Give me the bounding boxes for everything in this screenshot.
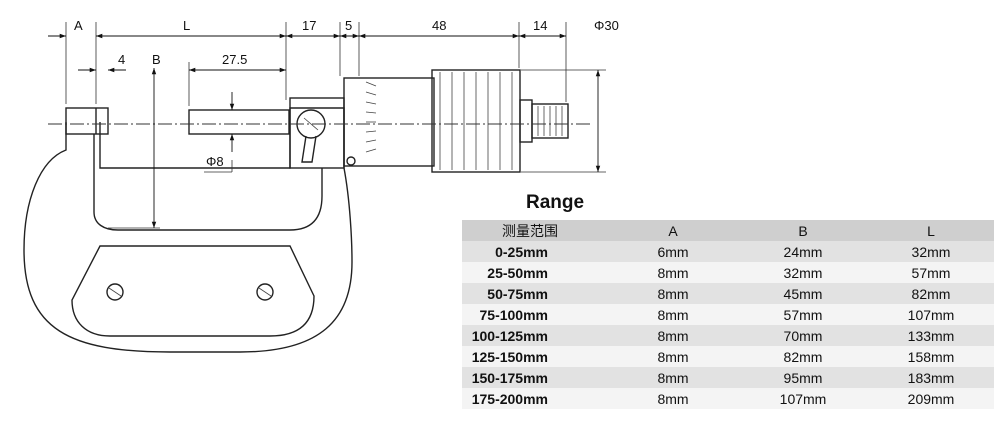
dim-phi8: Φ8: [206, 154, 224, 169]
insulation-plate: [71, 245, 315, 337]
cell-l: 57mm: [868, 262, 994, 283]
cell-l: 82mm: [868, 283, 994, 304]
cell-l: 209mm: [868, 388, 994, 409]
cell-range: 25-50mm: [462, 262, 608, 283]
dim-b: B: [152, 52, 161, 67]
header-range: 测量范围: [462, 220, 608, 241]
cell-range: 175-200mm: [462, 388, 608, 409]
table-row: 125-150mm 8mm 82mm 158mm: [462, 346, 994, 367]
table-row: 175-200mm 8mm 107mm 209mm: [462, 388, 994, 409]
cell-l: 158mm: [868, 346, 994, 367]
range-title: Range: [526, 192, 585, 213]
cell-l: 183mm: [868, 367, 994, 388]
cell-range: 100-125mm: [462, 325, 608, 346]
cell-range: 50-75mm: [462, 283, 608, 304]
cell-range: 125-150mm: [462, 346, 608, 367]
dim-phi30: Φ30: [594, 18, 619, 33]
spindle: [188, 109, 290, 135]
dim-14: 14: [533, 18, 547, 33]
table-row: 100-125mm 8mm 70mm 133mm: [462, 325, 994, 346]
header-b: B: [738, 220, 868, 241]
cell-b: 107mm: [738, 388, 868, 409]
header-a: A: [608, 220, 738, 241]
screw-left: [106, 283, 124, 301]
ratchet: [531, 103, 569, 139]
cell-a: 8mm: [608, 283, 738, 304]
dim-48: 48: [432, 18, 446, 33]
cell-l: 107mm: [868, 304, 994, 325]
sleeve: [343, 77, 435, 167]
anvil: [65, 107, 109, 135]
cell-b: 45mm: [738, 283, 868, 304]
dim-l: L: [183, 18, 190, 33]
lock-lever: [301, 135, 317, 163]
cell-range: 150-175mm: [462, 367, 608, 388]
cell-b: 70mm: [738, 325, 868, 346]
cell-a: 8mm: [608, 262, 738, 283]
cell-b: 24mm: [738, 241, 868, 262]
cell-a: 6mm: [608, 241, 738, 262]
cell-b: 57mm: [738, 304, 868, 325]
frame-outer: [23, 107, 353, 353]
table-row: 50-75mm 8mm 45mm 82mm: [462, 283, 994, 304]
dim-17: 17: [302, 18, 316, 33]
table-row: 150-175mm 8mm 95mm 183mm: [462, 367, 994, 388]
ratchet-base: [519, 99, 533, 143]
cell-a: 8mm: [608, 325, 738, 346]
frame-inner: [93, 134, 323, 231]
cell-range: 0-25mm: [462, 241, 608, 262]
dim-4: 4: [118, 52, 125, 67]
cell-a: 8mm: [608, 346, 738, 367]
header-l: L: [868, 220, 994, 241]
cell-a: 8mm: [608, 304, 738, 325]
table-row: 75-100mm 8mm 57mm 107mm: [462, 304, 994, 325]
cell-l: 133mm: [868, 325, 994, 346]
screw-right: [256, 283, 274, 301]
cell-a: 8mm: [608, 367, 738, 388]
cell-range: 75-100mm: [462, 304, 608, 325]
range-table: 测量范围 A B L 0-25mm 6mm 24mm 32mm 25-50mm …: [462, 220, 994, 409]
cell-b: 32mm: [738, 262, 868, 283]
cell-b: 95mm: [738, 367, 868, 388]
dim-a: A: [74, 18, 83, 33]
cell-a: 8mm: [608, 388, 738, 409]
dim-27-5: 27.5: [222, 52, 247, 67]
cell-l: 32mm: [868, 241, 994, 262]
table-row: 0-25mm 6mm 24mm 32mm: [462, 241, 994, 262]
dim-5: 5: [345, 18, 352, 33]
table-row: 25-50mm 8mm 32mm 57mm: [462, 262, 994, 283]
cell-b: 82mm: [738, 346, 868, 367]
table-header-row: 测量范围 A B L: [462, 220, 994, 241]
